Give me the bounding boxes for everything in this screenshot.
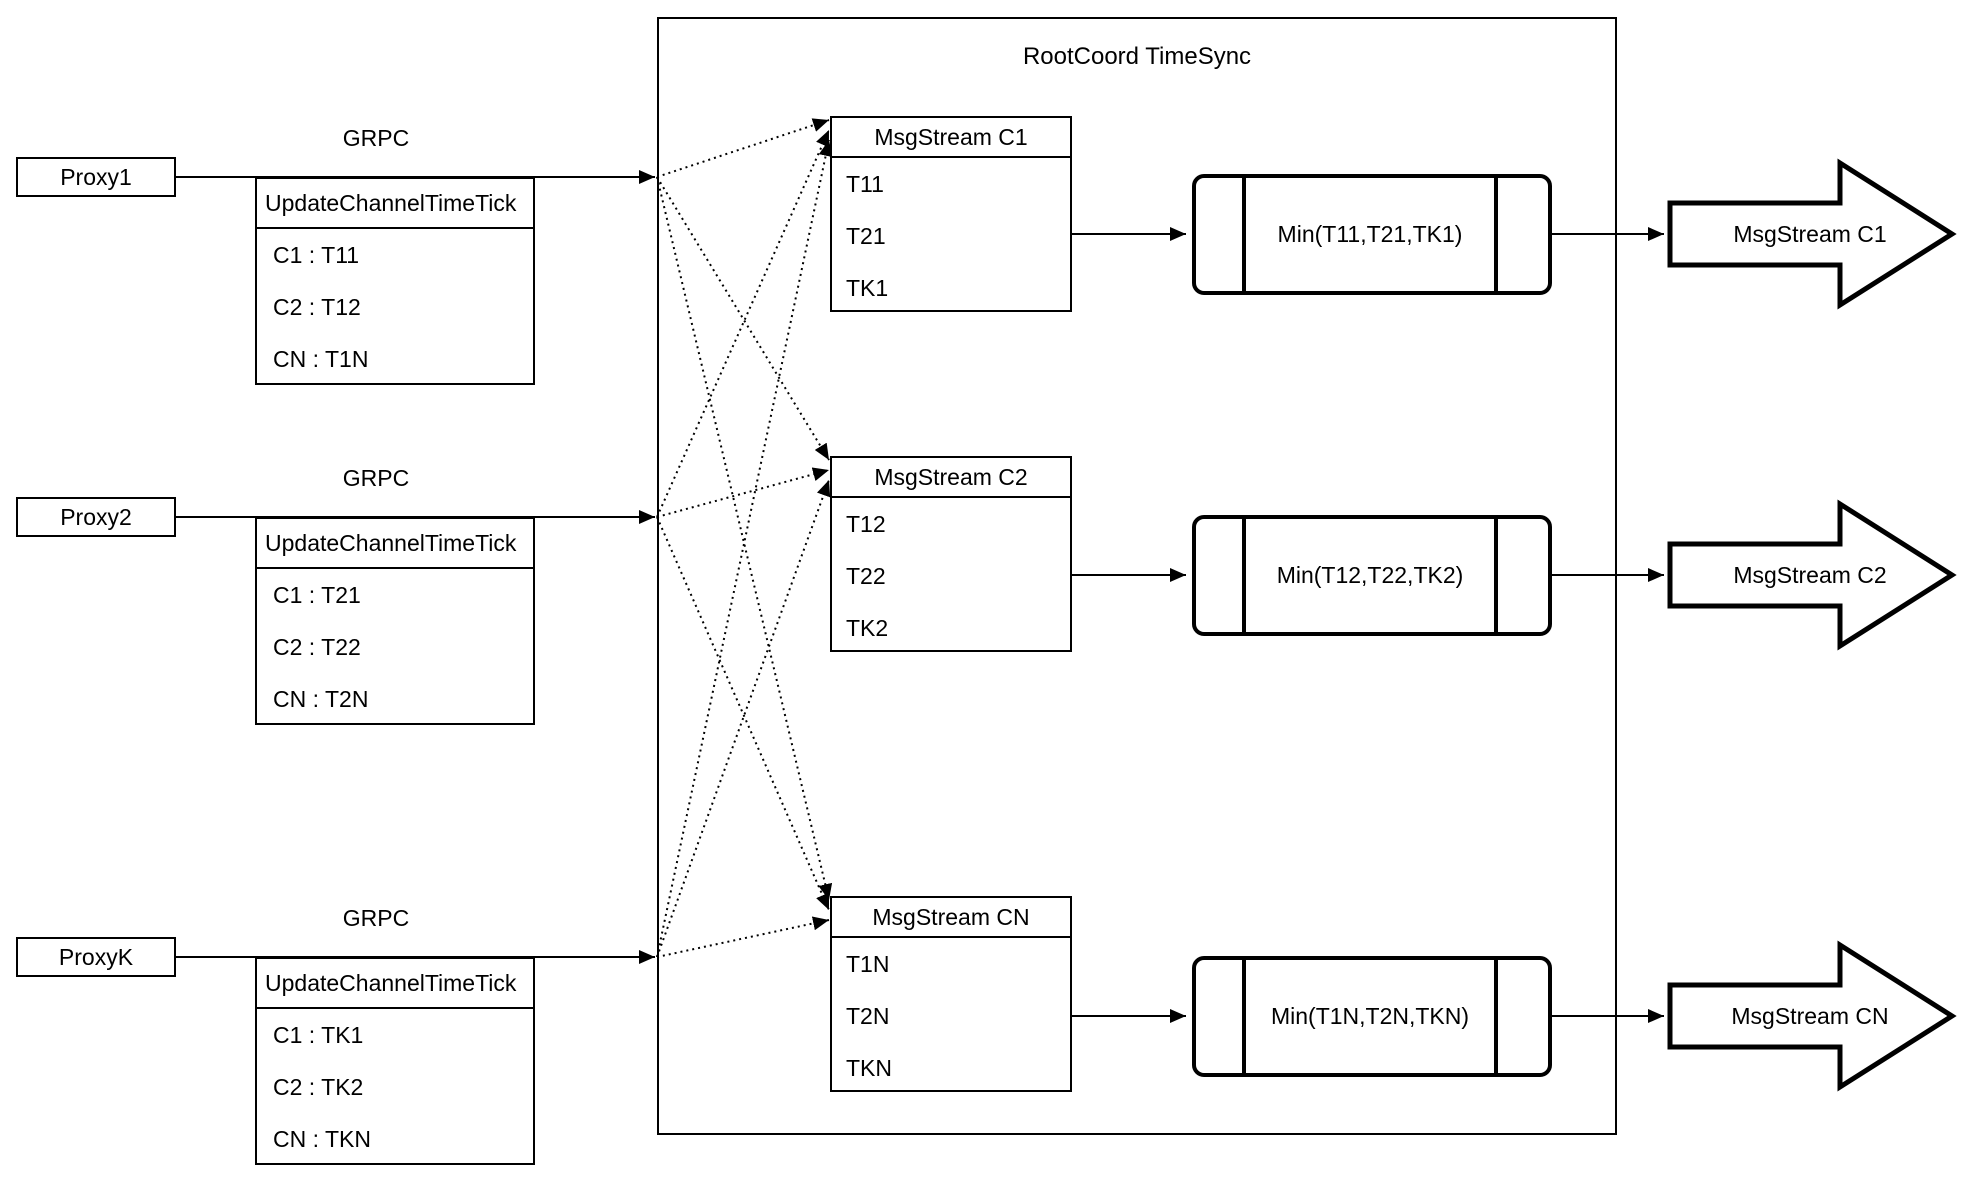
min-box-1: Min(T11,T21,TK1) (1192, 174, 1552, 295)
fanout-line-p1-cn (656, 176, 833, 901)
output-arrow-label-cn: MsgStream CN (1731, 1002, 1889, 1029)
output-arrow-c2 (1667, 499, 1957, 651)
msgstream-row: T1N (846, 951, 890, 977)
msgstream-header: MsgStream CN (832, 898, 1070, 938)
min-divider-left (1242, 178, 1246, 291)
msgstream-box-c1: MsgStream C1 T11 T21 TK1 (830, 116, 1072, 312)
msgstream-row: T22 (846, 563, 886, 589)
timetick-table-2: UpdateChannelTimeTick C1 : T21 C2 : T22 … (255, 517, 535, 725)
table-row: C1 : T11 (273, 242, 360, 268)
table-row: CN : T2N (273, 686, 369, 712)
timetick-table-3: UpdateChannelTimeTick C1 : TK1 C2 : TK2 … (255, 957, 535, 1165)
min-box-3: Min(T1N,T2N,TKN) (1192, 956, 1552, 1077)
msgstream-row: T11 (846, 171, 884, 197)
min-to-output-lines (1552, 227, 1664, 1023)
min-divider-right (1494, 960, 1498, 1073)
table-header: UpdateChannelTimeTick (257, 519, 533, 569)
table-row: C1 : T21 (273, 582, 361, 608)
min-box-2: Min(T12,T22,TK2) (1192, 515, 1552, 636)
output-arrow-label-c1: MsgStream C1 (1733, 220, 1887, 247)
proxy-box-k: ProxyK (16, 937, 176, 977)
rootcoord-title: RootCoord TimeSync (1022, 43, 1252, 70)
min-label-2: Min(T12,T22,TK2) (1276, 562, 1464, 588)
table-row: CN : TKN (273, 1126, 371, 1152)
table-row: C2 : TK2 (273, 1074, 364, 1100)
proxy-box-2: Proxy2 (16, 497, 176, 537)
proxy-label-1: Proxy1 (60, 163, 132, 190)
proxy-label-2: Proxy2 (60, 503, 132, 530)
output-arrow-c1 (1667, 158, 1957, 310)
grpc-label-1: GRPC (342, 124, 410, 151)
min-divider-left (1242, 960, 1246, 1073)
fanout-line-p1-c1 (656, 118, 830, 178)
grpc-label-3: GRPC (342, 904, 410, 931)
min-divider-right (1494, 519, 1498, 632)
msgstream-row: TKN (846, 1055, 892, 1081)
min-divider-right (1494, 178, 1498, 291)
min-label-1: Min(T11,T21,TK1) (1277, 221, 1463, 247)
msgstream-header: MsgStream C2 (832, 458, 1070, 498)
fanout-line-pk-c1 (656, 139, 833, 958)
msgstream-row: T21 (846, 223, 886, 249)
table-row: C1 : TK1 (273, 1022, 364, 1048)
fanout-lines (656, 118, 833, 958)
fanout-line-pk-c2 (656, 479, 831, 958)
msgstream-header: MsgStream C1 (832, 118, 1070, 158)
msgstream-row: T2N (846, 1003, 890, 1029)
stream-to-min-lines (1072, 227, 1186, 1023)
fanout-line-p1-c2 (656, 176, 830, 461)
output-arrow-label-c2: MsgStream C2 (1733, 561, 1887, 588)
msgstream-box-cn: MsgStream CN T1N T2N TKN (830, 896, 1072, 1092)
output-arrow-cn (1667, 940, 1957, 1092)
table-row: C2 : T22 (273, 634, 361, 660)
rootcoord-container (657, 17, 1617, 1135)
msgstream-box-c2: MsgStream C2 T12 T22 TK2 (830, 456, 1072, 652)
timetick-table-1: UpdateChannelTimeTick C1 : T11 C2 : T12 … (255, 177, 535, 385)
table-row: C2 : T12 (273, 294, 361, 320)
msgstream-row: TK1 (846, 275, 889, 301)
table-header: UpdateChannelTimeTick (257, 959, 533, 1009)
table-header: UpdateChannelTimeTick (257, 179, 533, 229)
grpc-label-2: GRPC (342, 464, 410, 491)
min-divider-left (1242, 519, 1246, 632)
proxy-box-1: Proxy1 (16, 157, 176, 197)
table-row: CN : T1N (273, 346, 369, 372)
output-arrows (1667, 158, 1957, 1092)
min-label-3: Min(T1N,T2N,TKN) (1270, 1003, 1470, 1029)
proxy-label-k: ProxyK (58, 943, 134, 970)
fanout-line-p2-c1 (656, 129, 830, 518)
msgstream-row: T12 (846, 511, 886, 537)
msgstream-row: TK2 (846, 615, 889, 641)
